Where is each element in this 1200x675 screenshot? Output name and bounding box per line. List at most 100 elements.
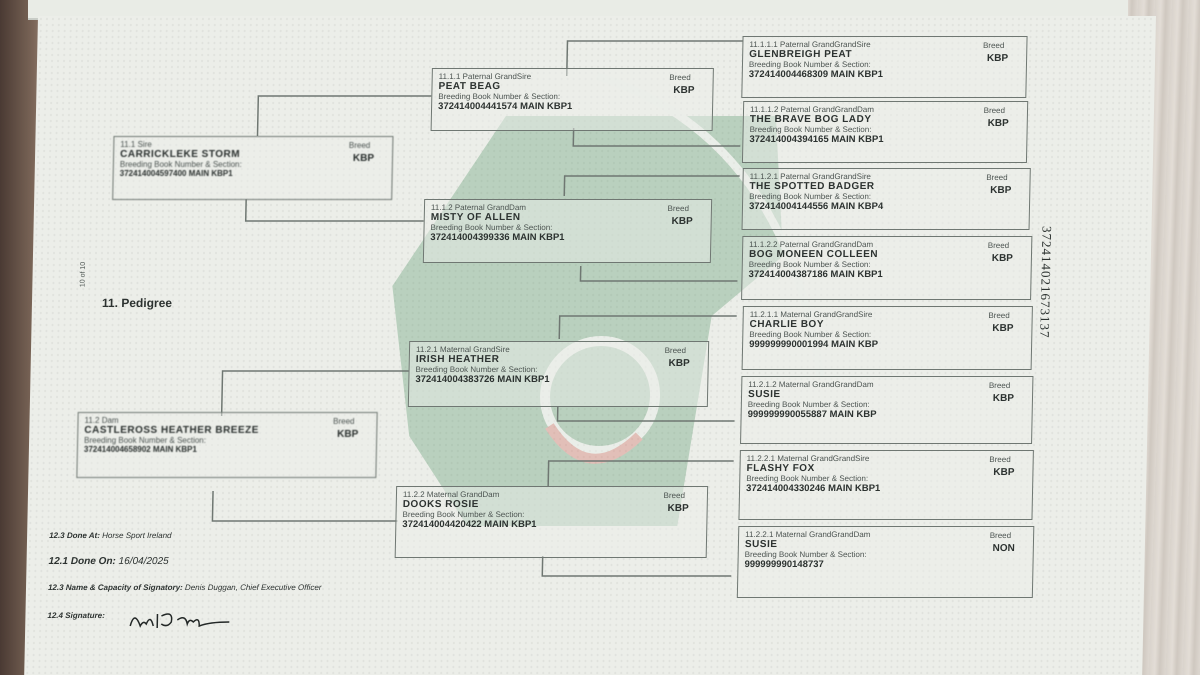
mgg2-bbn-label: Breeding Book Number & Section: <box>747 400 870 409</box>
section-title: 11. Pedigree <box>101 296 173 310</box>
maternal-grandsire-bbn-label: Breeding Book Number & Section: <box>415 365 538 374</box>
pgg2-box: 11.1.1.2 Paternal GrandGrandDam THE BRAV… <box>741 101 1029 163</box>
mgg1-role: 11.2.1.1 Maternal GrandGrandSire <box>749 310 873 319</box>
pgg3-name: THE SPOTTED BADGER <box>749 181 875 192</box>
pgg3-role: 11.1.2.1 Paternal GrandGrandSire <box>749 172 871 181</box>
mgg3-bbn-label: Breeding Book Number & Section: <box>746 474 869 483</box>
maternal-grandsire-role: 11.2.1 Maternal GrandSire <box>415 345 510 354</box>
mgg3-breed: KBP <box>993 467 1015 478</box>
pgg2-role: 11.1.1.2 Paternal GrandGrandDam <box>749 105 875 114</box>
pgg2-bbn-label: Breeding Book Number & Section: <box>749 125 872 134</box>
document-number: 372414021673137 <box>1037 226 1055 339</box>
mgg2-role: 11.2.1.2 Maternal GrandGrandDam <box>748 380 874 389</box>
pgg1-breed-label: Breed <box>982 41 1005 50</box>
pgg4-name: BOG MONEEN COLLEEN <box>748 249 879 260</box>
pgg1-role: 11.1.1.1 Paternal GrandGrandSire <box>749 40 871 49</box>
done-on-line: 12.1 Done On: 16/04/2025 <box>48 556 168 567</box>
paternal-granddam-breed-label: Breed <box>667 204 690 213</box>
paternal-granddam-number: 372414004399336 MAIN KBP1 <box>430 232 565 243</box>
sire-role: 11.1 Sire <box>120 140 152 149</box>
mgg1-breed: KBP <box>992 323 1014 334</box>
pgg3-breed-label: Breed <box>986 173 1008 182</box>
paternal-grandsire-breed: KBP <box>673 85 695 96</box>
paternal-grandsire-breed-label: Breed <box>669 73 691 82</box>
paternal-grandsire-box: 11.1.1 Paternal GrandSire PEAT BEAG Bree… <box>430 68 714 131</box>
pgg1-number: 372414004468309 MAIN KBP1 <box>748 69 884 80</box>
done-on-value: 16/04/2025 <box>118 556 169 567</box>
signatory-value: Denis Duggan, Chief Executive Officer <box>184 583 322 592</box>
pgg3-box: 11.1.2.1 Paternal GrandGrandSire THE SPO… <box>741 168 1031 230</box>
pgg3-bbn-label: Breeding Book Number & Section: <box>749 192 872 201</box>
mgg2-name: SUSIE <box>747 389 781 400</box>
mgg4-role: 11.2.2.1 Maternal GrandGrandDam <box>745 530 871 539</box>
mgg3-name: FLASHY FOX <box>746 463 815 474</box>
mgg1-bbn-label: Breeding Book Number & Section: <box>749 330 872 339</box>
pgg1-box: 11.1.1.1 Paternal GrandGrandSire GLENBRE… <box>741 36 1028 98</box>
done-at-label: 12.3 Done At: <box>49 531 101 540</box>
maternal-granddam-name: DOOKS ROSIE <box>402 499 479 510</box>
side-page-note: 10 of 10 <box>79 261 88 288</box>
mgg2-breed: KBP <box>992 393 1015 404</box>
paternal-grandsire-role: 11.1.1 Paternal GrandSire <box>438 72 532 81</box>
dam-number: 372414004658902 MAIN KBP1 <box>83 445 197 454</box>
pgg4-box: 11.1.2.2 Paternal GrandGrandDam BOG MONE… <box>741 236 1033 300</box>
signature-line: 12.4 Signature: <box>47 611 105 620</box>
dam-breed-label: Breed <box>333 417 355 426</box>
mgg1-breed-label: Breed <box>988 311 1010 320</box>
paternal-granddam-breed: KBP <box>671 216 693 227</box>
sire-number: 372414004597400 MAIN KBP1 <box>119 169 233 178</box>
paternal-granddam-bbn-label: Breeding Book Number & Section: <box>430 223 553 232</box>
maternal-grandsire-breed: KBP <box>668 358 690 369</box>
sire-name: CARRICKLEKE STORM <box>119 149 241 160</box>
paternal-grandsire-number: 372414004441574 MAIN KBP1 <box>437 101 573 112</box>
paternal-granddam-role: 11.1.2 Paternal GrandDam <box>430 203 527 212</box>
pgg4-role: 11.1.2.2 Paternal GrandGrandDam <box>749 240 874 249</box>
dam-breed: KBP <box>336 429 359 440</box>
sire-bbn-label: Breeding Book Number & Section: <box>119 160 242 169</box>
done-on-label: 12.1 Done On: <box>48 556 116 567</box>
pgg1-breed: KBP <box>986 53 1009 64</box>
pgg1-bbn-label: Breeding Book Number & Section: <box>748 60 871 69</box>
mgg4-box: 11.2.2.1 Maternal GrandGrandDam SUSIE Br… <box>736 526 1035 598</box>
dam-name: CASTLEROSS HEATHER BREEZE <box>84 425 259 436</box>
signature-label: 12.4 Signature: <box>47 611 105 620</box>
signatory-line: 12.3 Name & Capacity of Signatory: Denis… <box>48 583 322 592</box>
paternal-granddam-box: 11.1.2 Paternal GrandDam MISTY OF ALLEN … <box>422 199 713 263</box>
sire-breed: KBP <box>352 153 375 164</box>
maternal-granddam-breed-label: Breed <box>663 491 686 500</box>
mgg2-breed-label: Breed <box>988 381 1011 390</box>
maternal-grandsire-name: IRISH HEATHER <box>415 354 500 365</box>
maternal-grandsire-box: 11.2.1 Maternal GrandSire IRISH HEATHER … <box>407 341 710 407</box>
mgg4-breed: NON <box>992 543 1015 554</box>
passport-page: 10 of 10 11. Pedigree 372414021673137 11… <box>24 16 1156 675</box>
maternal-granddam-box: 11.2.2 Maternal GrandDam DOOKS ROSIE Bre… <box>394 486 709 558</box>
maternal-granddam-breed: KBP <box>667 503 689 514</box>
pgg3-breed: KBP <box>990 185 1012 196</box>
mgg3-box: 11.2.2.1 Maternal GrandGrandSire FLASHY … <box>738 450 1034 520</box>
mgg4-bbn-label: Breeding Book Number & Section: <box>744 550 867 559</box>
dam-role: 11.2 Dam <box>84 416 119 425</box>
pgg4-bbn-label: Breeding Book Number & Section: <box>748 260 871 269</box>
mgg1-box: 11.2.1.1 Maternal GrandGrandSire CHARLIE… <box>741 306 1033 370</box>
pgg1-name: GLENBREIGH PEAT <box>749 49 853 60</box>
paternal-grandsire-bbn-label: Breeding Book Number & Section: <box>438 92 561 101</box>
mgg3-number: 372414004330246 MAIN KBP1 <box>745 483 881 494</box>
mgg4-breed-label: Breed <box>989 531 1012 540</box>
pgg4-breed-label: Breed <box>987 241 1010 250</box>
pgg2-name: THE BRAVE BOG LADY <box>749 114 872 125</box>
maternal-granddam-number: 372414004420422 MAIN KBP1 <box>402 519 537 530</box>
pgg2-breed-label: Breed <box>983 106 1006 115</box>
maternal-grandsire-breed-label: Breed <box>664 346 687 355</box>
mgg1-name: CHARLIE BOY <box>749 319 825 330</box>
signatory-label: 12.3 Name & Capacity of Signatory: <box>47 583 183 592</box>
mgg1-number: 999999990001994 MAIN KBP <box>749 339 879 350</box>
handwritten-signature <box>129 613 230 628</box>
mgg4-number: 999999990148737 <box>744 559 824 570</box>
maternal-granddam-role: 11.2.2 Maternal GrandDam <box>402 490 500 499</box>
mgg2-number: 999999990055887 MAIN KBP <box>747 409 877 420</box>
pgg4-breed: KBP <box>991 253 1014 264</box>
mgg2-box: 11.2.1.2 Maternal GrandGrandDam SUSIE Br… <box>740 376 1034 444</box>
sire-breed-label: Breed <box>348 141 371 150</box>
sire-box: 11.1 Sire CARRICKLEKE STORM Breeding Boo… <box>112 136 394 200</box>
done-at-value: Horse Sport Ireland <box>102 531 172 540</box>
